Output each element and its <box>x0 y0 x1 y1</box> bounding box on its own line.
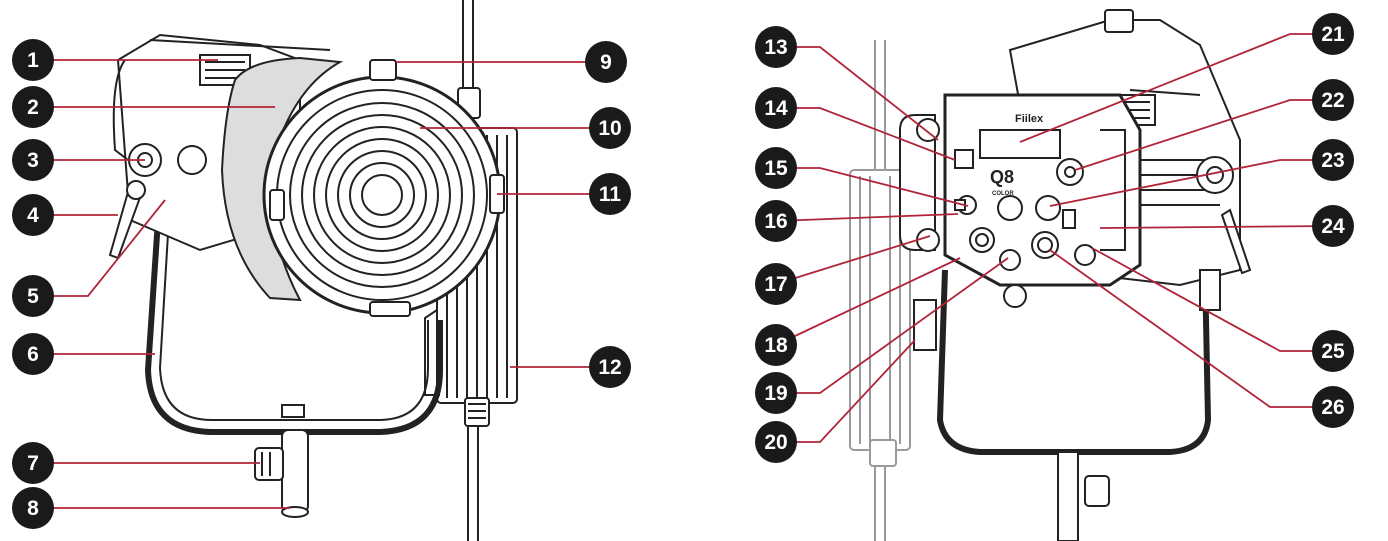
brand-label: Fiilex <box>1015 113 1044 125</box>
svg-text:17: 17 <box>764 273 787 296</box>
callout-12: 12 <box>589 346 631 388</box>
rear-yoke <box>936 269 1221 541</box>
svg-text:19: 19 <box>764 382 787 405</box>
svg-text:8: 8 <box>27 497 39 520</box>
callout-7: 7 <box>12 442 54 484</box>
callout-badges: 1 2 3 4 5 6 7 8 9 10 11 12 13 14 15 16 1… <box>12 13 1354 529</box>
fresnel-lens <box>262 59 505 317</box>
svg-text:21: 21 <box>1321 23 1345 46</box>
callout-16: 16 <box>755 200 797 242</box>
callout-10: 10 <box>589 107 631 149</box>
svg-text:10: 10 <box>598 117 621 140</box>
svg-text:9: 9 <box>600 51 612 74</box>
callout-20: 20 <box>755 421 797 463</box>
rear-pole <box>849 40 911 541</box>
callout-11: 11 <box>589 173 631 215</box>
svg-text:2: 2 <box>27 96 39 119</box>
callout-21: 21 <box>1312 13 1354 55</box>
callout-15: 15 <box>755 147 797 189</box>
svg-text:23: 23 <box>1321 149 1344 172</box>
svg-text:4: 4 <box>27 204 39 227</box>
callout-17: 17 <box>755 263 797 305</box>
callout-8: 8 <box>12 487 54 529</box>
callout-25: 25 <box>1312 330 1354 372</box>
callout-4: 4 <box>12 194 54 236</box>
callout-22: 22 <box>1312 79 1354 121</box>
callout-26: 26 <box>1312 386 1354 428</box>
control-panel: Fiilex Q8 COLOR <box>899 93 1142 351</box>
svg-text:25: 25 <box>1321 340 1345 363</box>
model-label: Q8 <box>990 167 1014 187</box>
svg-text:6: 6 <box>27 343 39 366</box>
svg-text:22: 22 <box>1321 89 1344 112</box>
callout-5: 5 <box>12 275 54 317</box>
svg-text:13: 13 <box>764 36 787 59</box>
svg-text:1: 1 <box>27 49 39 72</box>
svg-text:18: 18 <box>764 334 788 357</box>
callout-18: 18 <box>755 324 797 366</box>
front-view <box>108 0 518 541</box>
svg-text:16: 16 <box>764 210 787 233</box>
callout-19: 19 <box>755 372 797 414</box>
callout-1: 1 <box>12 39 54 81</box>
callout-9: 9 <box>585 41 627 83</box>
callout-3: 3 <box>12 139 54 181</box>
callout-14: 14 <box>755 87 797 129</box>
svg-text:14: 14 <box>764 97 788 120</box>
svg-text:5: 5 <box>27 285 39 308</box>
callout-23: 23 <box>1312 139 1354 181</box>
callout-13: 13 <box>755 26 797 68</box>
svg-text:15: 15 <box>764 157 788 180</box>
callout-6: 6 <box>12 333 54 375</box>
spigot <box>254 429 309 518</box>
svg-text:12: 12 <box>598 356 621 379</box>
svg-text:7: 7 <box>27 452 39 475</box>
callout-24: 24 <box>1312 205 1354 247</box>
rear-view: Fiilex Q8 COLOR <box>849 9 1252 541</box>
svg-text:26: 26 <box>1321 396 1344 419</box>
svg-text:20: 20 <box>764 431 787 454</box>
svg-text:11: 11 <box>599 183 622 206</box>
svg-text:3: 3 <box>27 149 39 172</box>
model-sub-label: COLOR <box>992 191 1014 197</box>
svg-text:24: 24 <box>1321 215 1345 238</box>
callout-2: 2 <box>12 86 54 128</box>
tilt-handle <box>108 143 207 260</box>
